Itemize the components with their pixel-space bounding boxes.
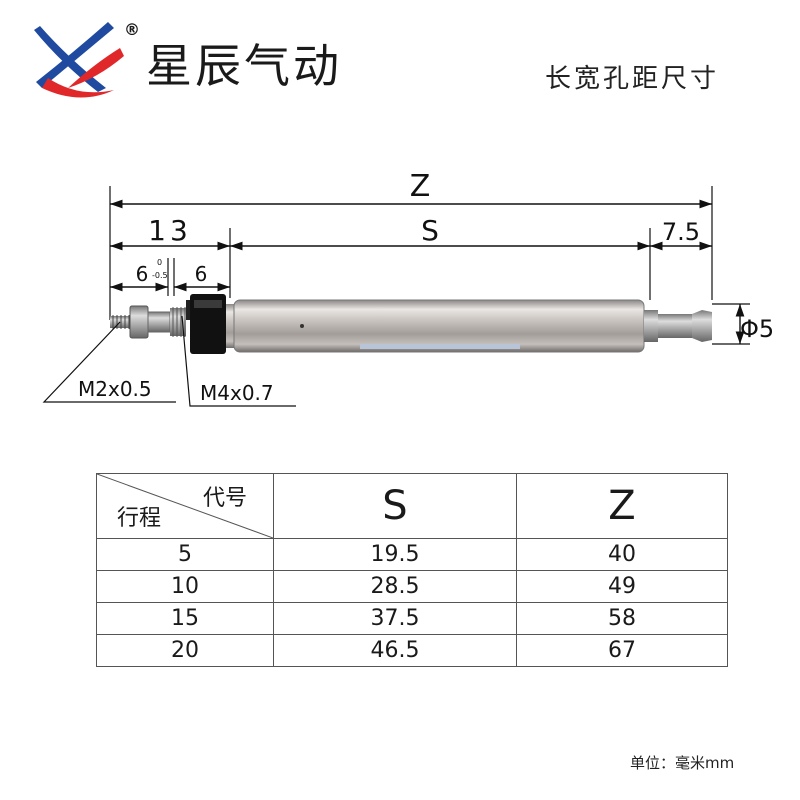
- dim-6a-tol-top: 0: [157, 258, 162, 267]
- table-row: 15 37.5 58: [96, 602, 728, 635]
- diagonal-header-cell: 代号 行程: [96, 473, 274, 539]
- thread-labels: M2x0.5 M4x0.7: [78, 377, 274, 405]
- table-header-row: 代号 行程 S Z: [96, 473, 728, 539]
- thread-m4-label: M4x0.7: [200, 381, 274, 405]
- dimension-lines: [110, 199, 745, 344]
- stroke-cell: 20: [96, 634, 274, 667]
- z-cell: 49: [516, 570, 728, 603]
- extension-lines: [109, 186, 750, 345]
- brand-name: 星辰气动: [146, 39, 342, 93]
- stroke-cell: 15: [96, 602, 274, 635]
- dim-phi-label: Φ5: [740, 315, 774, 343]
- cylinder-body: [110, 294, 712, 354]
- table-row: 20 46.5 67: [96, 634, 728, 667]
- z-cell: 40: [516, 538, 728, 571]
- registered-mark: ®: [124, 20, 140, 39]
- dim-s-label: S: [421, 214, 439, 247]
- s-cell: 37.5: [273, 602, 517, 635]
- diagonal-divider: [97, 474, 273, 538]
- dimension-labels: Z 13 S 7.5 6 0 -0.5 6 Φ5: [136, 169, 775, 343]
- z-cell: 67: [516, 634, 728, 667]
- s-cell: 19.5: [273, 538, 517, 571]
- table-row: 5 19.5 40: [96, 538, 728, 571]
- dim-7-5-label: 7.5: [662, 218, 700, 246]
- dim-6a-tol-bottom: -0.5: [152, 271, 168, 280]
- stroke-dimension-table: 代号 行程 S Z 5 19.5 40 10 28.5 49 15 37.5 5…: [96, 473, 728, 667]
- brand-logo-icon: [34, 22, 124, 98]
- code-label: 代号: [202, 486, 247, 511]
- thread-m2-label: M2x0.5: [78, 377, 152, 401]
- unit-note: 单位：毫米mm: [630, 754, 735, 772]
- dim-6b-label: 6: [195, 262, 208, 286]
- stroke-cell: 5: [96, 538, 274, 571]
- dim-6a-label: 6: [136, 262, 149, 286]
- stroke-label: 行程: [117, 506, 162, 531]
- leader-lines: [42, 315, 296, 407]
- page-subtitle: 长宽孔距尺寸: [545, 64, 720, 94]
- s-cell: 46.5: [273, 634, 517, 667]
- column-header-z: Z: [516, 473, 728, 539]
- dim-13-label: 13: [148, 214, 192, 247]
- table-row: 10 28.5 49: [96, 570, 728, 603]
- column-header-s: S: [273, 473, 517, 539]
- z-cell: 58: [516, 602, 728, 635]
- header: ® 星辰气动 长宽孔距尺寸: [0, 0, 800, 110]
- stroke-cell: 10: [96, 570, 274, 603]
- cylinder-dimension-drawing: Z 13 S 7.5 6 0 -0.5 6 Φ5: [42, 169, 775, 407]
- s-cell: 28.5: [273, 570, 517, 603]
- dim-z-label: Z: [410, 169, 431, 204]
